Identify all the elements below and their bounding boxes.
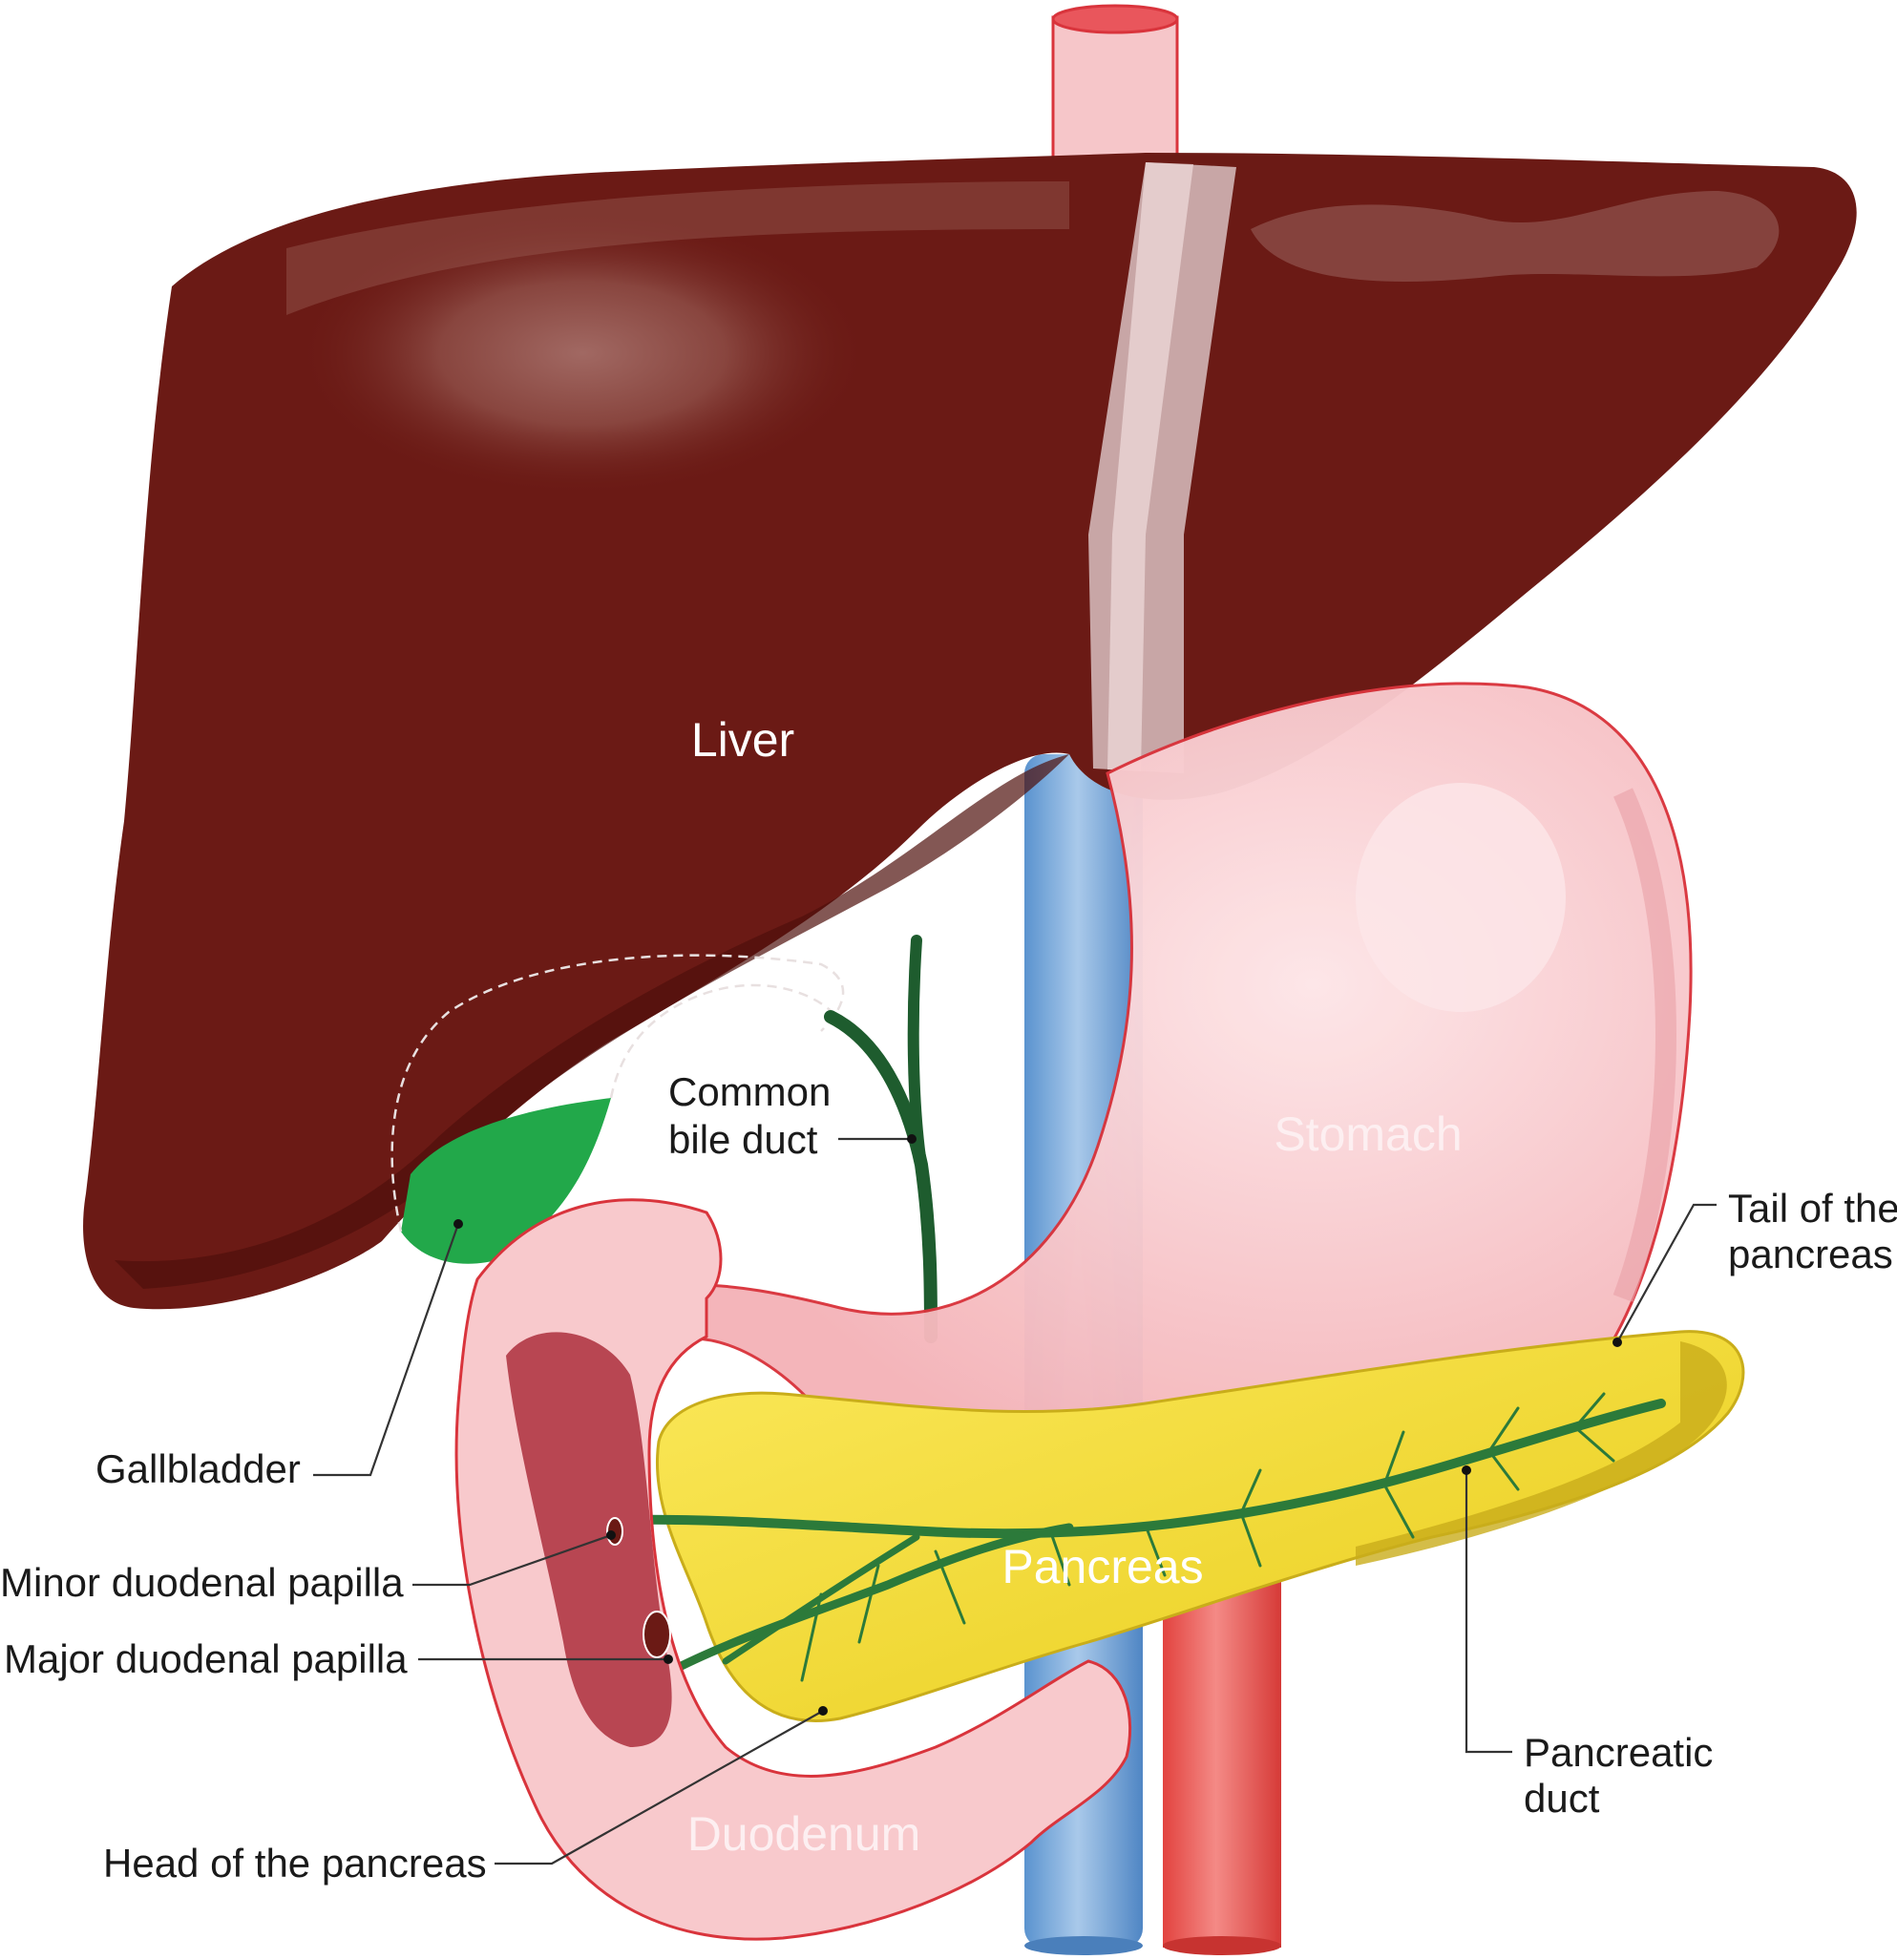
tail-of-pancreas-label-line1: Tail of the (1728, 1186, 1897, 1231)
callout-common-bile-duct: Common bile duct (668, 1069, 917, 1162)
duodenum (454, 1198, 1132, 1941)
callout-major-duodenal-papilla: Major duodenal papilla (4, 1636, 673, 1681)
liver (83, 153, 1857, 1310)
liver-label: Liver (691, 713, 794, 767)
stomach-label: Stomach (1274, 1107, 1462, 1161)
common-bile-duct (824, 935, 938, 1343)
duodenum-label: Duodenum (687, 1807, 921, 1861)
pancreatic-duct-label-line2: duct (1524, 1776, 1600, 1821)
tail-of-pancreas-label-line2: pancreas (1728, 1232, 1893, 1276)
major-duodenal-papilla-label: Major duodenal papilla (4, 1636, 408, 1681)
callout-minor-duodenal-papilla: Minor duodenal papilla (0, 1530, 616, 1605)
gallbladder (390, 954, 845, 1264)
common-bile-duct-label-line1: Common (668, 1069, 831, 1114)
stomach (609, 682, 1693, 1544)
pancreas (656, 1330, 1745, 1722)
pancreas-label: Pancreas (1001, 1540, 1203, 1593)
head-of-pancreas-label: Head of the pancreas (103, 1841, 487, 1886)
callout-gallbladder: Gallbladder (95, 1219, 463, 1491)
minor-duodenal-papilla-label: Minor duodenal papilla (0, 1560, 404, 1605)
gallbladder-label: Gallbladder (95, 1446, 301, 1491)
callout-pancreatic-duct: Pancreatic duct (1462, 1465, 1713, 1821)
pancreatic-duct-label-line1: Pancreatic (1524, 1730, 1713, 1775)
callout-tail-of-pancreas: Tail of the pancreas (1612, 1186, 1897, 1347)
esophagus (1051, 4, 1179, 181)
callout-head-of-pancreas: Head of the pancreas (103, 1706, 828, 1886)
common-bile-duct-label-line2: bile duct (668, 1117, 818, 1162)
pancreatic-duct (616, 1392, 1666, 1682)
